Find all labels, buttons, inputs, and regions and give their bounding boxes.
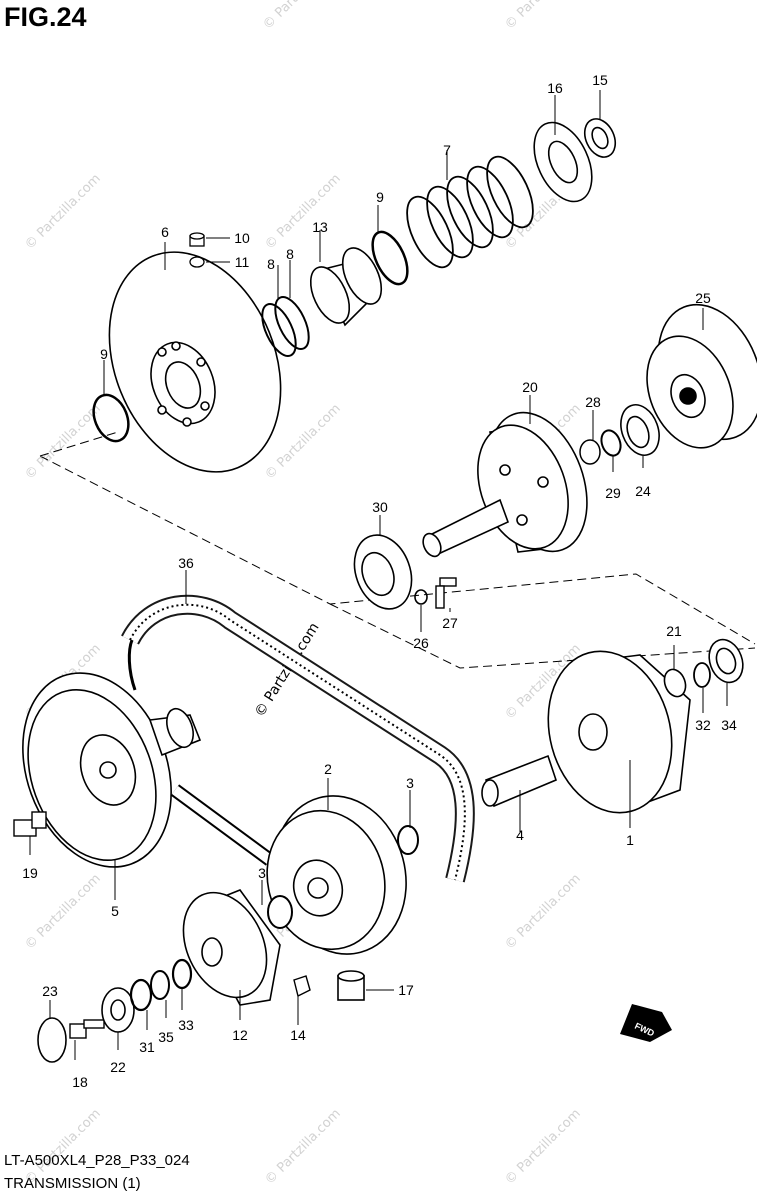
part-29-washer [600,429,622,457]
part-24-bearing [620,404,660,456]
callout-30: 30 [372,499,388,515]
callout-3-lower: 3 [258,865,266,881]
part-17-roller [337,970,365,1001]
callout-20: 20 [522,379,538,395]
assembly-outline [39,431,756,669]
callout-7: 7 [443,142,451,158]
callout-3: 3 [406,775,414,791]
fwd-badge: FWD [620,1004,672,1042]
part-22-bearing [101,987,135,1033]
callout-17: 17 [398,982,414,998]
part-23-cap [37,1017,67,1063]
watermark: © Partzilla.com [502,1106,584,1188]
callout-16: 16 [547,80,563,96]
callout-33: 33 [178,1017,194,1033]
part-4-spacer [481,754,557,808]
callout-12: 12 [232,1027,248,1043]
callout-15: 15 [592,72,608,88]
part-3-seal-lower [267,895,293,929]
part-31-ring [129,978,153,1012]
part-34-seal [708,638,744,684]
part-12-movable-drive [182,889,281,1006]
callout-19: 19 [22,865,38,881]
callout-9-upper: 9 [376,189,384,205]
part-1-drive-face [547,650,691,814]
part-9-ring-upper [371,230,409,286]
part-25-clutch [646,303,757,449]
callout-31: 31 [139,1039,155,1055]
callout-34: 34 [721,717,737,733]
part-14-slide-piece [293,975,311,998]
callout-1: 1 [626,832,634,848]
callout-36: 36 [178,555,194,571]
watermark: © Partzilla.com [262,1106,344,1188]
callout-26: 26 [413,635,429,651]
watermark: © Partzilla.com [22,401,104,483]
watermark: © Partzilla.com [262,171,344,253]
diagram-title: TRANSMISSION (1) [4,1175,141,1192]
part-32-washer [693,662,711,688]
figure-title: FIG.24 [4,2,87,32]
watermark: © Partzilla.com [22,171,104,253]
callout-25: 25 [695,290,711,306]
callout-labels: 1 2 3 3 4 5 6 7 8 8 9 9 10 11 12 13 14 1… [22,72,737,1090]
callout-11: 11 [235,254,250,270]
callout-32: 32 [695,717,711,733]
part-18-bolt [69,1019,105,1039]
callout-28: 28 [585,394,601,410]
part-19-bolt [13,811,47,837]
callout-8-b: 8 [286,246,294,262]
part-20-clutch-housing [422,411,588,558]
part-36-belt [121,594,475,883]
part-8-rings [261,296,310,357]
callout-22: 22 [110,1059,126,1075]
part-2-movable-face [266,795,407,955]
watermark: © Partzilla.com [22,871,104,953]
callout-6: 6 [161,224,169,240]
part-27-bolt [435,577,457,609]
part-35-ring [150,970,170,1000]
callout-14: 14 [290,1027,306,1043]
part-11-nut [189,256,205,268]
callout-18: 18 [72,1074,88,1090]
part-16-plate [533,121,593,203]
callout-4: 4 [516,827,524,843]
callout-24: 24 [635,483,651,499]
callout-13: 13 [312,219,328,235]
callout-10: 10 [234,230,250,246]
part-7-spring [406,155,534,269]
part-3-seal [397,825,419,855]
part-33-seal [171,958,193,990]
part-30-bearing [353,534,413,610]
part-6-drive-face [108,251,282,473]
part-15-nut [583,118,617,158]
part-28-washer [579,439,601,465]
diagram-code: LT-A500XL4_P28_P33_024 [4,1152,190,1169]
part-5-driven-pulley [22,672,202,868]
callout-9: 9 [100,346,108,362]
part-26-washer [414,589,428,605]
part-10-bolt [189,232,205,247]
callout-23: 23 [42,983,58,999]
callout-5: 5 [111,903,119,919]
leader-lines [29,90,728,1060]
watermark: © Partzilla.com [260,0,342,33]
part-21-bushing [663,668,687,698]
watermark: © Partzilla.com [502,0,584,33]
callout-21: 21 [666,623,682,639]
callout-27: 27 [442,615,458,631]
part-13-collar [309,247,383,327]
callout-8: 8 [267,256,275,272]
callout-2: 2 [324,761,332,777]
part-9-ring [92,393,130,443]
watermark: © Partzilla.com [502,871,584,953]
callout-29: 29 [605,485,621,501]
callout-35: 35 [158,1029,174,1045]
